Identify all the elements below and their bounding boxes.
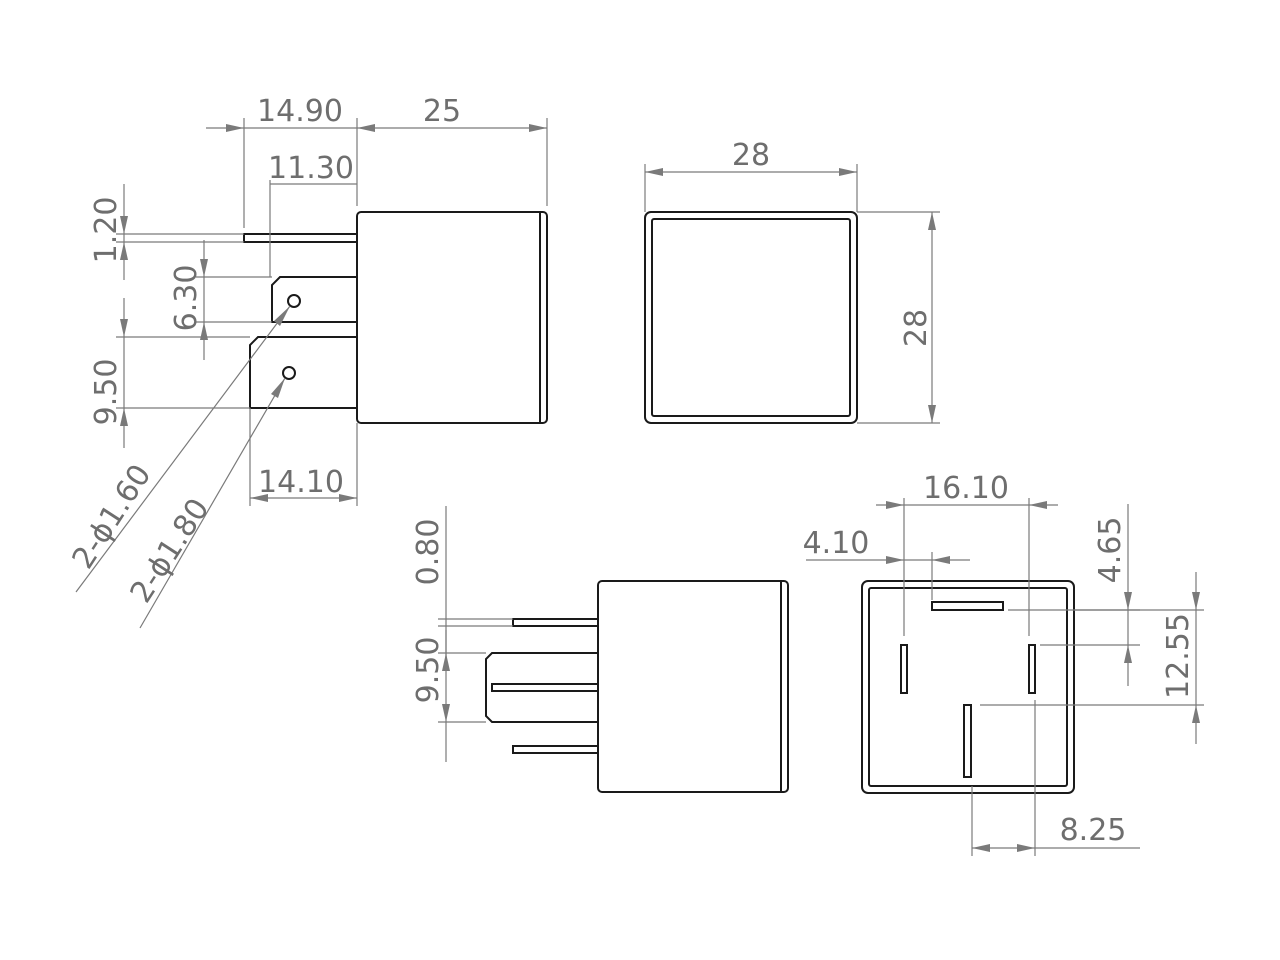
dim-4-65: 4.65 <box>1093 517 1128 584</box>
dim-12-55: 12.55 <box>1161 613 1196 699</box>
dimension-lines <box>75 118 1204 856</box>
dim-28-height: 28 <box>899 309 934 347</box>
dim-8-25: 8.25 <box>1060 813 1127 848</box>
dim-9-50-bottom: 9.50 <box>411 637 446 704</box>
dim-6-30: 6.30 <box>169 265 204 332</box>
base-view <box>861 580 1075 794</box>
dim-16-10: 16.10 <box>923 471 1009 506</box>
dim-4-10: 4.10 <box>803 526 870 561</box>
dim-25: 25 <box>423 94 461 129</box>
bottom-side-view <box>485 580 789 793</box>
dim-9-50-side: 9.50 <box>89 359 124 426</box>
dim-11-30: 11.30 <box>268 151 354 186</box>
dim-28-width: 28 <box>732 138 770 173</box>
dim-14-10: 14.10 <box>258 465 344 500</box>
dim-0-80: 0.80 <box>411 519 446 586</box>
dim-14-90: 14.90 <box>257 94 343 129</box>
front-view <box>644 211 858 424</box>
dim-1-20: 1.20 <box>89 197 124 264</box>
dimension-labels: 14.90 25 11.30 1.20 6.30 9.50 14.10 2-ϕ1… <box>66 94 1196 848</box>
side-view <box>243 211 548 424</box>
